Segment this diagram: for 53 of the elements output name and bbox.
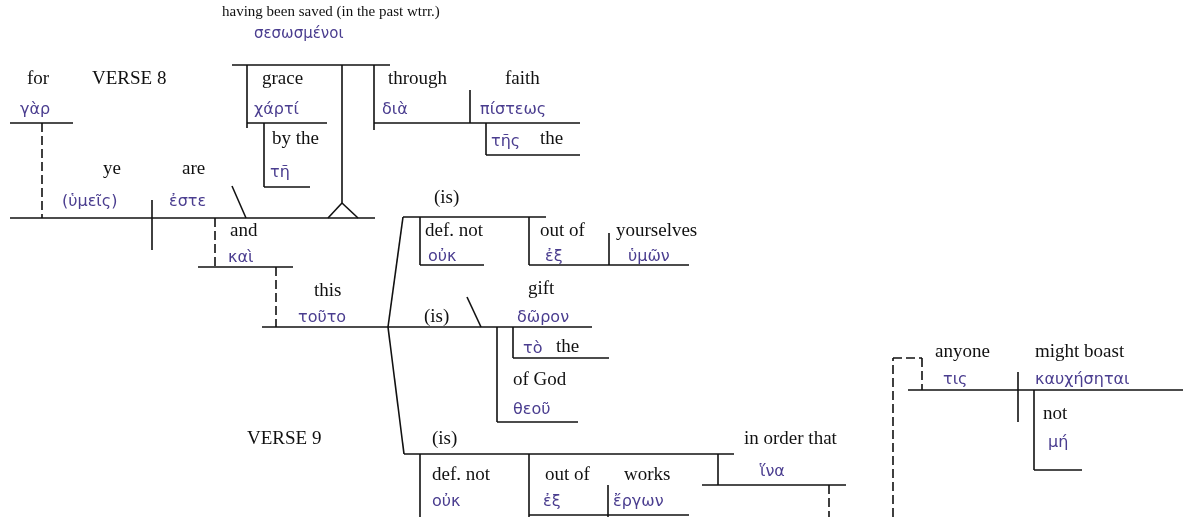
greek-word: οὐκ xyxy=(432,492,461,510)
greek-word: τὸ xyxy=(523,339,543,357)
greek-word: τοῦτο xyxy=(298,308,347,326)
word-label: yourselves xyxy=(616,220,698,241)
word-label: def. not xyxy=(425,220,484,241)
greek-word: ἐξ xyxy=(545,247,563,265)
word-label: and xyxy=(230,220,258,241)
greek-word: διὰ xyxy=(382,100,408,118)
greek-word: ἐστε xyxy=(169,192,207,210)
word-label: grace xyxy=(262,68,304,89)
greek-word: σεσωσμένοι xyxy=(254,25,344,42)
greek-word: ἔργων xyxy=(613,492,664,510)
word-label: anyone xyxy=(935,341,990,362)
greek-word: μή xyxy=(1048,433,1069,451)
greek-word: καυχήσηται xyxy=(1035,370,1130,388)
word-label: this xyxy=(314,280,342,301)
word-label: faith xyxy=(505,68,540,89)
greek-word: πίστεως xyxy=(480,100,547,118)
conjunction-label: for xyxy=(27,68,50,89)
verse-heading: VERSE 9 xyxy=(247,428,322,449)
word-label: the xyxy=(540,128,564,149)
word-label: in order that xyxy=(744,428,837,449)
greek-word: ὑμῶν xyxy=(628,247,670,265)
word-label: ye xyxy=(103,158,121,179)
word-label: works xyxy=(624,464,671,485)
verse-heading: VERSE 8 xyxy=(92,68,167,89)
word-label: might boast xyxy=(1035,341,1125,362)
greek-word: χάρτί xyxy=(254,100,299,118)
greek-word: (ὑμεῖς) xyxy=(62,192,118,210)
word-label: the xyxy=(556,336,580,357)
word-label: def. not xyxy=(432,464,491,485)
greek-word: τῆ xyxy=(270,163,290,181)
greek-word: τῆς xyxy=(491,132,521,150)
greek-word: δῶρον xyxy=(517,308,570,326)
word-label: gift xyxy=(528,278,555,299)
word-label: (is) xyxy=(434,187,460,208)
word-label: through xyxy=(388,68,448,89)
word-label: by the xyxy=(272,128,319,149)
word-label: (is) xyxy=(424,306,450,327)
greek-word: γὰρ xyxy=(20,100,51,118)
verb-label: having been saved (in the past wtrr.) xyxy=(222,3,440,20)
greek-word: ἐξ xyxy=(543,492,561,510)
word-label: out of xyxy=(545,464,590,485)
word-label: (is) xyxy=(432,428,458,449)
word-label: not xyxy=(1043,403,1068,424)
word-label: out of xyxy=(540,220,585,241)
greek-word: οὐκ xyxy=(428,247,457,265)
greek-word: καὶ xyxy=(228,248,254,266)
greek-word: θεοῦ xyxy=(513,400,551,418)
greek-word: ἵνα xyxy=(760,462,785,480)
word-label: of God xyxy=(513,369,567,390)
word-label: are xyxy=(182,158,206,179)
greek-word: τις xyxy=(943,370,968,388)
